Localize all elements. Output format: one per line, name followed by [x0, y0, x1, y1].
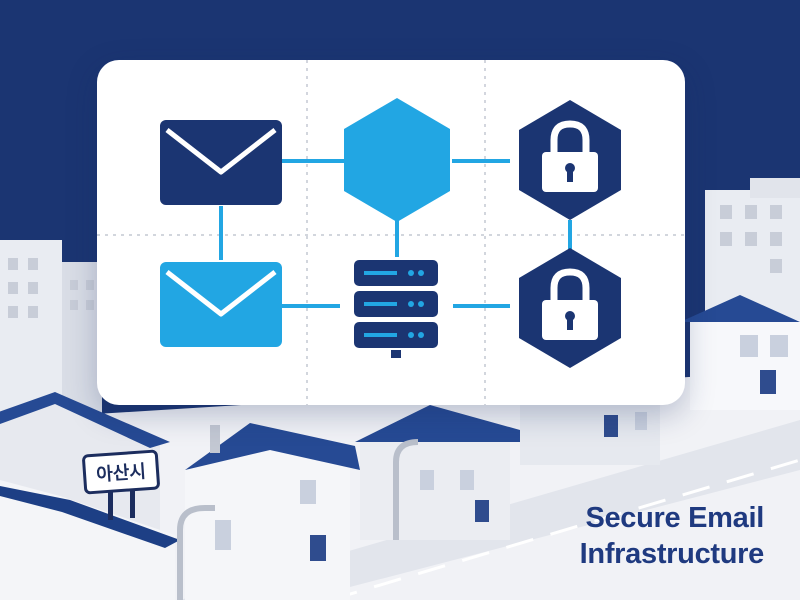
envelope-icon: [160, 262, 282, 347]
hexagon-icon: [344, 98, 450, 222]
grid-lines: [97, 60, 685, 405]
connectors: [219, 159, 572, 308]
lock-icon: [519, 248, 621, 368]
caption-line-2: Infrastructure: [579, 538, 765, 570]
server-icon: [354, 260, 438, 358]
caption: Secure Email Infrastructure: [579, 500, 765, 572]
caption-line-1: Secure Email: [585, 502, 764, 534]
diagram: [97, 60, 685, 405]
envelope-icon: [160, 120, 282, 205]
lock-icon: [519, 100, 621, 220]
infrastructure-diagram-card: [97, 60, 685, 405]
city-sign: 아산시: [81, 449, 161, 495]
